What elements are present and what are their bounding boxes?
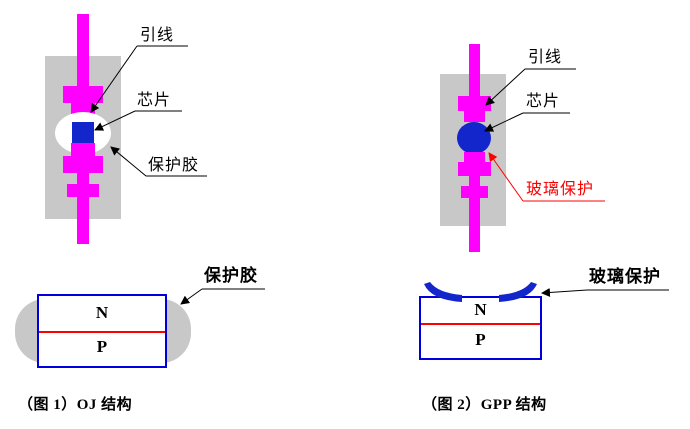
fig1-lead-flange: [67, 184, 99, 197]
fig2-glass-bead: [457, 122, 491, 154]
fig1-n-region-label: N: [95, 303, 109, 322]
fig2-chip-label: 芯片: [526, 93, 561, 110]
fig2-neck-lower: [464, 152, 485, 162]
fig2-cross-callout-lines: [541, 287, 669, 297]
fig1-lead-mid: [77, 173, 89, 184]
fig1-callout-lines: [90, 45, 207, 177]
fig2-callout-lines: [484, 68, 576, 132]
fig2-caption: （图 2）GPP 结构: [422, 397, 547, 413]
fig2-chip-leader: [484, 112, 524, 132]
fig1-lead-top: [77, 14, 89, 88]
fig1-lead-leader: [90, 45, 138, 113]
fig1-chip-label: 芯片: [137, 92, 172, 109]
fig2-electrode-lower: [458, 162, 491, 176]
fig2-neck-upper: [464, 111, 485, 122]
fig1-lead-bottom: [77, 197, 89, 244]
fig2-lead-label: 引线: [528, 49, 563, 66]
fig2-glass-wing-left: [424, 282, 462, 302]
fig2-n-region-label: N: [474, 300, 487, 319]
fig1-glue-leader: [110, 146, 147, 177]
fig2-lead-top: [469, 44, 480, 100]
fig2-assembly: [440, 44, 506, 252]
fig1-neck-lower: [71, 143, 95, 156]
fig2-lead-leader: [485, 68, 526, 106]
fig1-lead-label: 引线: [140, 27, 175, 44]
fig1-caption: （图 1）OJ 结构: [18, 397, 133, 413]
fig2-p-region-label: P: [475, 330, 486, 349]
fig1-cross-section: [15, 294, 191, 368]
fig1-glue-cross-label: 保护胶: [204, 266, 258, 285]
fig2-glass-cross-label: 玻璃保护: [589, 267, 661, 286]
fig2-glass2-leader: [541, 287, 588, 297]
fig2-glass-callout-lines: [488, 152, 605, 202]
fig2-glass-leader: [488, 152, 524, 202]
fig2-die-outline: [419, 296, 542, 360]
fig1-glue2-leader: [180, 288, 203, 305]
fig1-electrode-lower: [63, 156, 103, 173]
fig2-lead-bottom: [469, 198, 480, 252]
fig2-glass-wing-right: [499, 282, 537, 302]
fig1-electrode-upper: [63, 86, 103, 103]
fig2-lead-flange: [461, 186, 488, 198]
fig1-cross-callout-lines: [180, 288, 265, 305]
fig1-glue-label: 保护胶: [148, 157, 200, 174]
fig1-assembly: [45, 14, 121, 244]
fig1-chip-leader: [94, 110, 136, 131]
fig1-p-region-label: P: [96, 337, 108, 356]
fig2-cross-section: [419, 282, 542, 360]
fig2-glass-label: 玻璃保护: [526, 181, 595, 198]
fig1-chip: [72, 122, 94, 143]
fig2-lead-mid: [469, 176, 480, 186]
fig2-electrode-upper: [458, 96, 491, 111]
